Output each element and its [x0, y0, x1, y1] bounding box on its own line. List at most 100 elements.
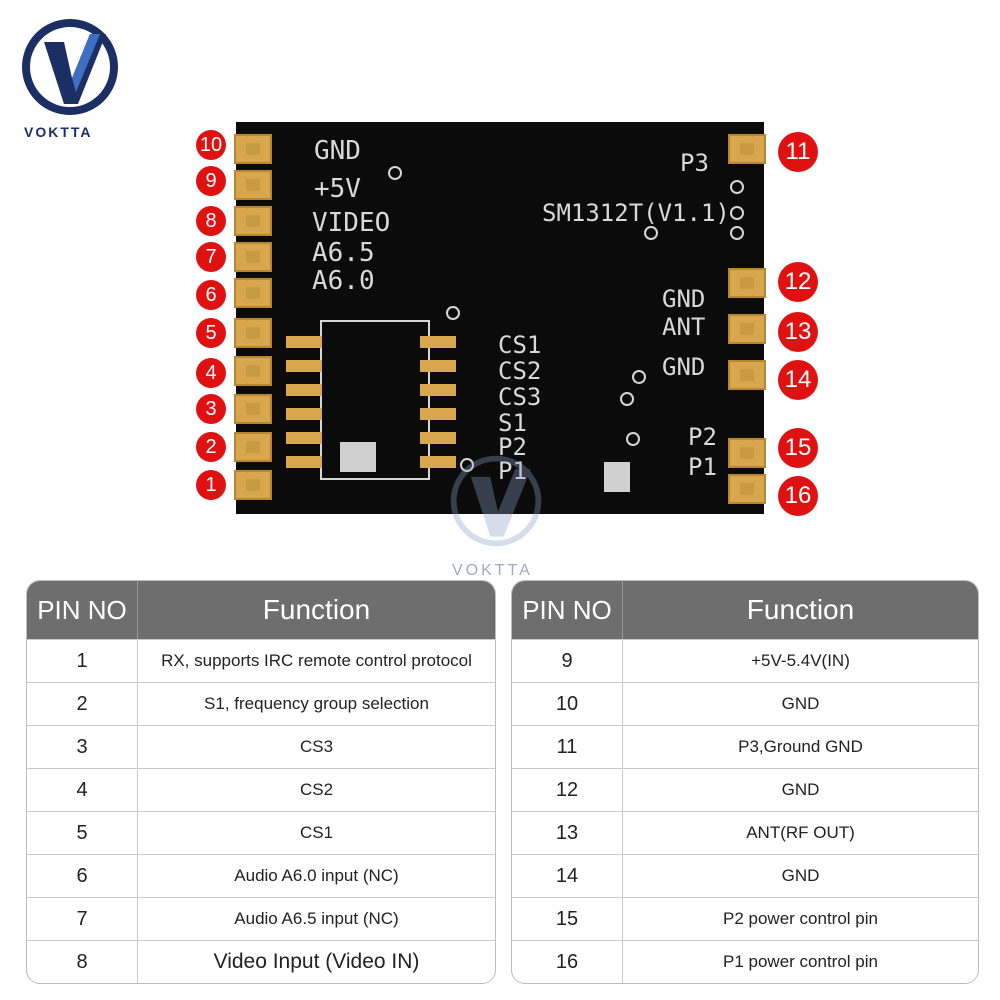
pad-hole	[246, 179, 260, 191]
silk-p2-switch: P2	[498, 433, 527, 461]
pin-badge-10: 10	[196, 130, 226, 160]
switch-pad	[420, 360, 456, 372]
via	[388, 166, 402, 180]
switch-pad	[286, 456, 322, 468]
via	[730, 226, 744, 240]
function-cell: GND	[781, 866, 820, 885]
pad-16	[728, 474, 766, 504]
dip-switch-knob	[340, 442, 376, 472]
watermark-text: VOKTTA	[452, 562, 533, 579]
silk-gnd-14: GND	[662, 353, 706, 381]
pad-7	[234, 242, 272, 272]
via	[730, 180, 744, 194]
pad-hole	[246, 365, 260, 377]
pin-badge-3: 3	[196, 394, 226, 424]
pin-badge-7: 7	[196, 242, 226, 272]
silk-cs2: CS2	[498, 357, 542, 385]
pad-9	[234, 170, 272, 200]
function-cell: P2 power control pin	[723, 909, 878, 928]
pad-4	[234, 356, 272, 386]
pad-14	[728, 360, 766, 390]
via	[632, 370, 646, 384]
pad-2	[234, 432, 272, 462]
pin-badge-14: 14	[778, 360, 818, 400]
silk-video: VIDEO	[312, 208, 391, 238]
function-cell: Audio A6.0 input (NC)	[234, 866, 399, 885]
pin-number-cell: 6	[27, 855, 138, 897]
pad-hole	[246, 441, 260, 453]
pin-number-cell: 8	[27, 941, 138, 983]
pin-number-cell: 5	[27, 812, 138, 854]
pin-badge-5: 5	[196, 318, 226, 348]
pad-hole	[246, 251, 260, 263]
via	[626, 432, 640, 446]
table-row: 1 RX, supports IRC remote control protoco…	[27, 639, 495, 682]
pin-number-cell: 4	[27, 769, 138, 811]
pin-number-cell: 1	[27, 640, 138, 682]
function-cell: GND	[781, 694, 820, 713]
header-pin-no: PIN NO	[27, 581, 138, 639]
pin-badge-2: 2	[196, 432, 226, 462]
silk-p1-switch: P1	[498, 457, 527, 485]
pin-number-cell: 14	[512, 855, 623, 897]
via	[620, 392, 634, 406]
table-row: 15 P2 power control pin	[512, 897, 978, 940]
header-pin-no: PIN NO	[512, 581, 623, 639]
switch-pad	[420, 336, 456, 348]
pin-badge-11: 11	[778, 132, 818, 172]
function-cell: ANT(RF OUT)	[746, 823, 855, 842]
pad-13	[728, 314, 766, 344]
pin-number-cell: 3	[27, 726, 138, 768]
table-row: 9+5V-5.4V(IN)	[512, 639, 978, 682]
pad-5	[234, 318, 272, 348]
pin-badge-15: 15	[778, 428, 818, 468]
pin-badge-13: 13	[778, 312, 818, 352]
via	[730, 206, 744, 220]
silk-p2: P2	[688, 423, 717, 451]
pad-3	[234, 394, 272, 424]
brand-name: VOKTTA	[24, 124, 93, 140]
pad-15	[728, 438, 766, 468]
table-row: 8 Video Input (Video IN)	[27, 940, 495, 983]
table-row: 6 Audio A6.0 input (NC)	[27, 854, 495, 897]
silk-a60: A6.0	[312, 266, 375, 296]
switch-pad	[286, 360, 322, 372]
pin-number-cell: 12	[512, 769, 623, 811]
via	[460, 458, 474, 472]
pin-badge-9: 9	[196, 166, 226, 196]
pad-hole	[246, 215, 260, 227]
pin-table-left: PIN NO Function 1 RX, supports IRC remote…	[26, 580, 496, 984]
pad-hole	[246, 327, 260, 339]
smd-component	[604, 462, 630, 492]
silk-gnd-12: GND	[662, 285, 706, 313]
function-cell: RX, supports IRC remote control protocol	[161, 651, 472, 670]
silk-ant: ANT	[662, 313, 706, 341]
silk-5v: +5V	[314, 174, 361, 204]
switch-pad	[420, 384, 456, 396]
pin-number-cell: 15	[512, 898, 623, 940]
pin-number-cell: 9	[512, 640, 623, 682]
pin-number-cell: 7	[27, 898, 138, 940]
pin-badge-16: 16	[778, 476, 818, 516]
table-row: 14 GND	[512, 854, 978, 897]
voktta-logo	[22, 19, 118, 115]
function-cell: P1 power control pin	[723, 952, 878, 971]
silk-p1: P1	[688, 453, 717, 481]
pin-number-cell: 11	[512, 726, 623, 768]
pin-badge-12: 12	[778, 262, 818, 302]
function-cell: Video Input (Video IN)	[213, 950, 420, 973]
switch-pad	[420, 408, 456, 420]
switch-pad	[286, 432, 322, 444]
header-function: Function	[262, 594, 371, 625]
pad-8	[234, 206, 272, 236]
pin-badge-4: 4	[196, 358, 226, 388]
switch-pad	[420, 456, 456, 468]
